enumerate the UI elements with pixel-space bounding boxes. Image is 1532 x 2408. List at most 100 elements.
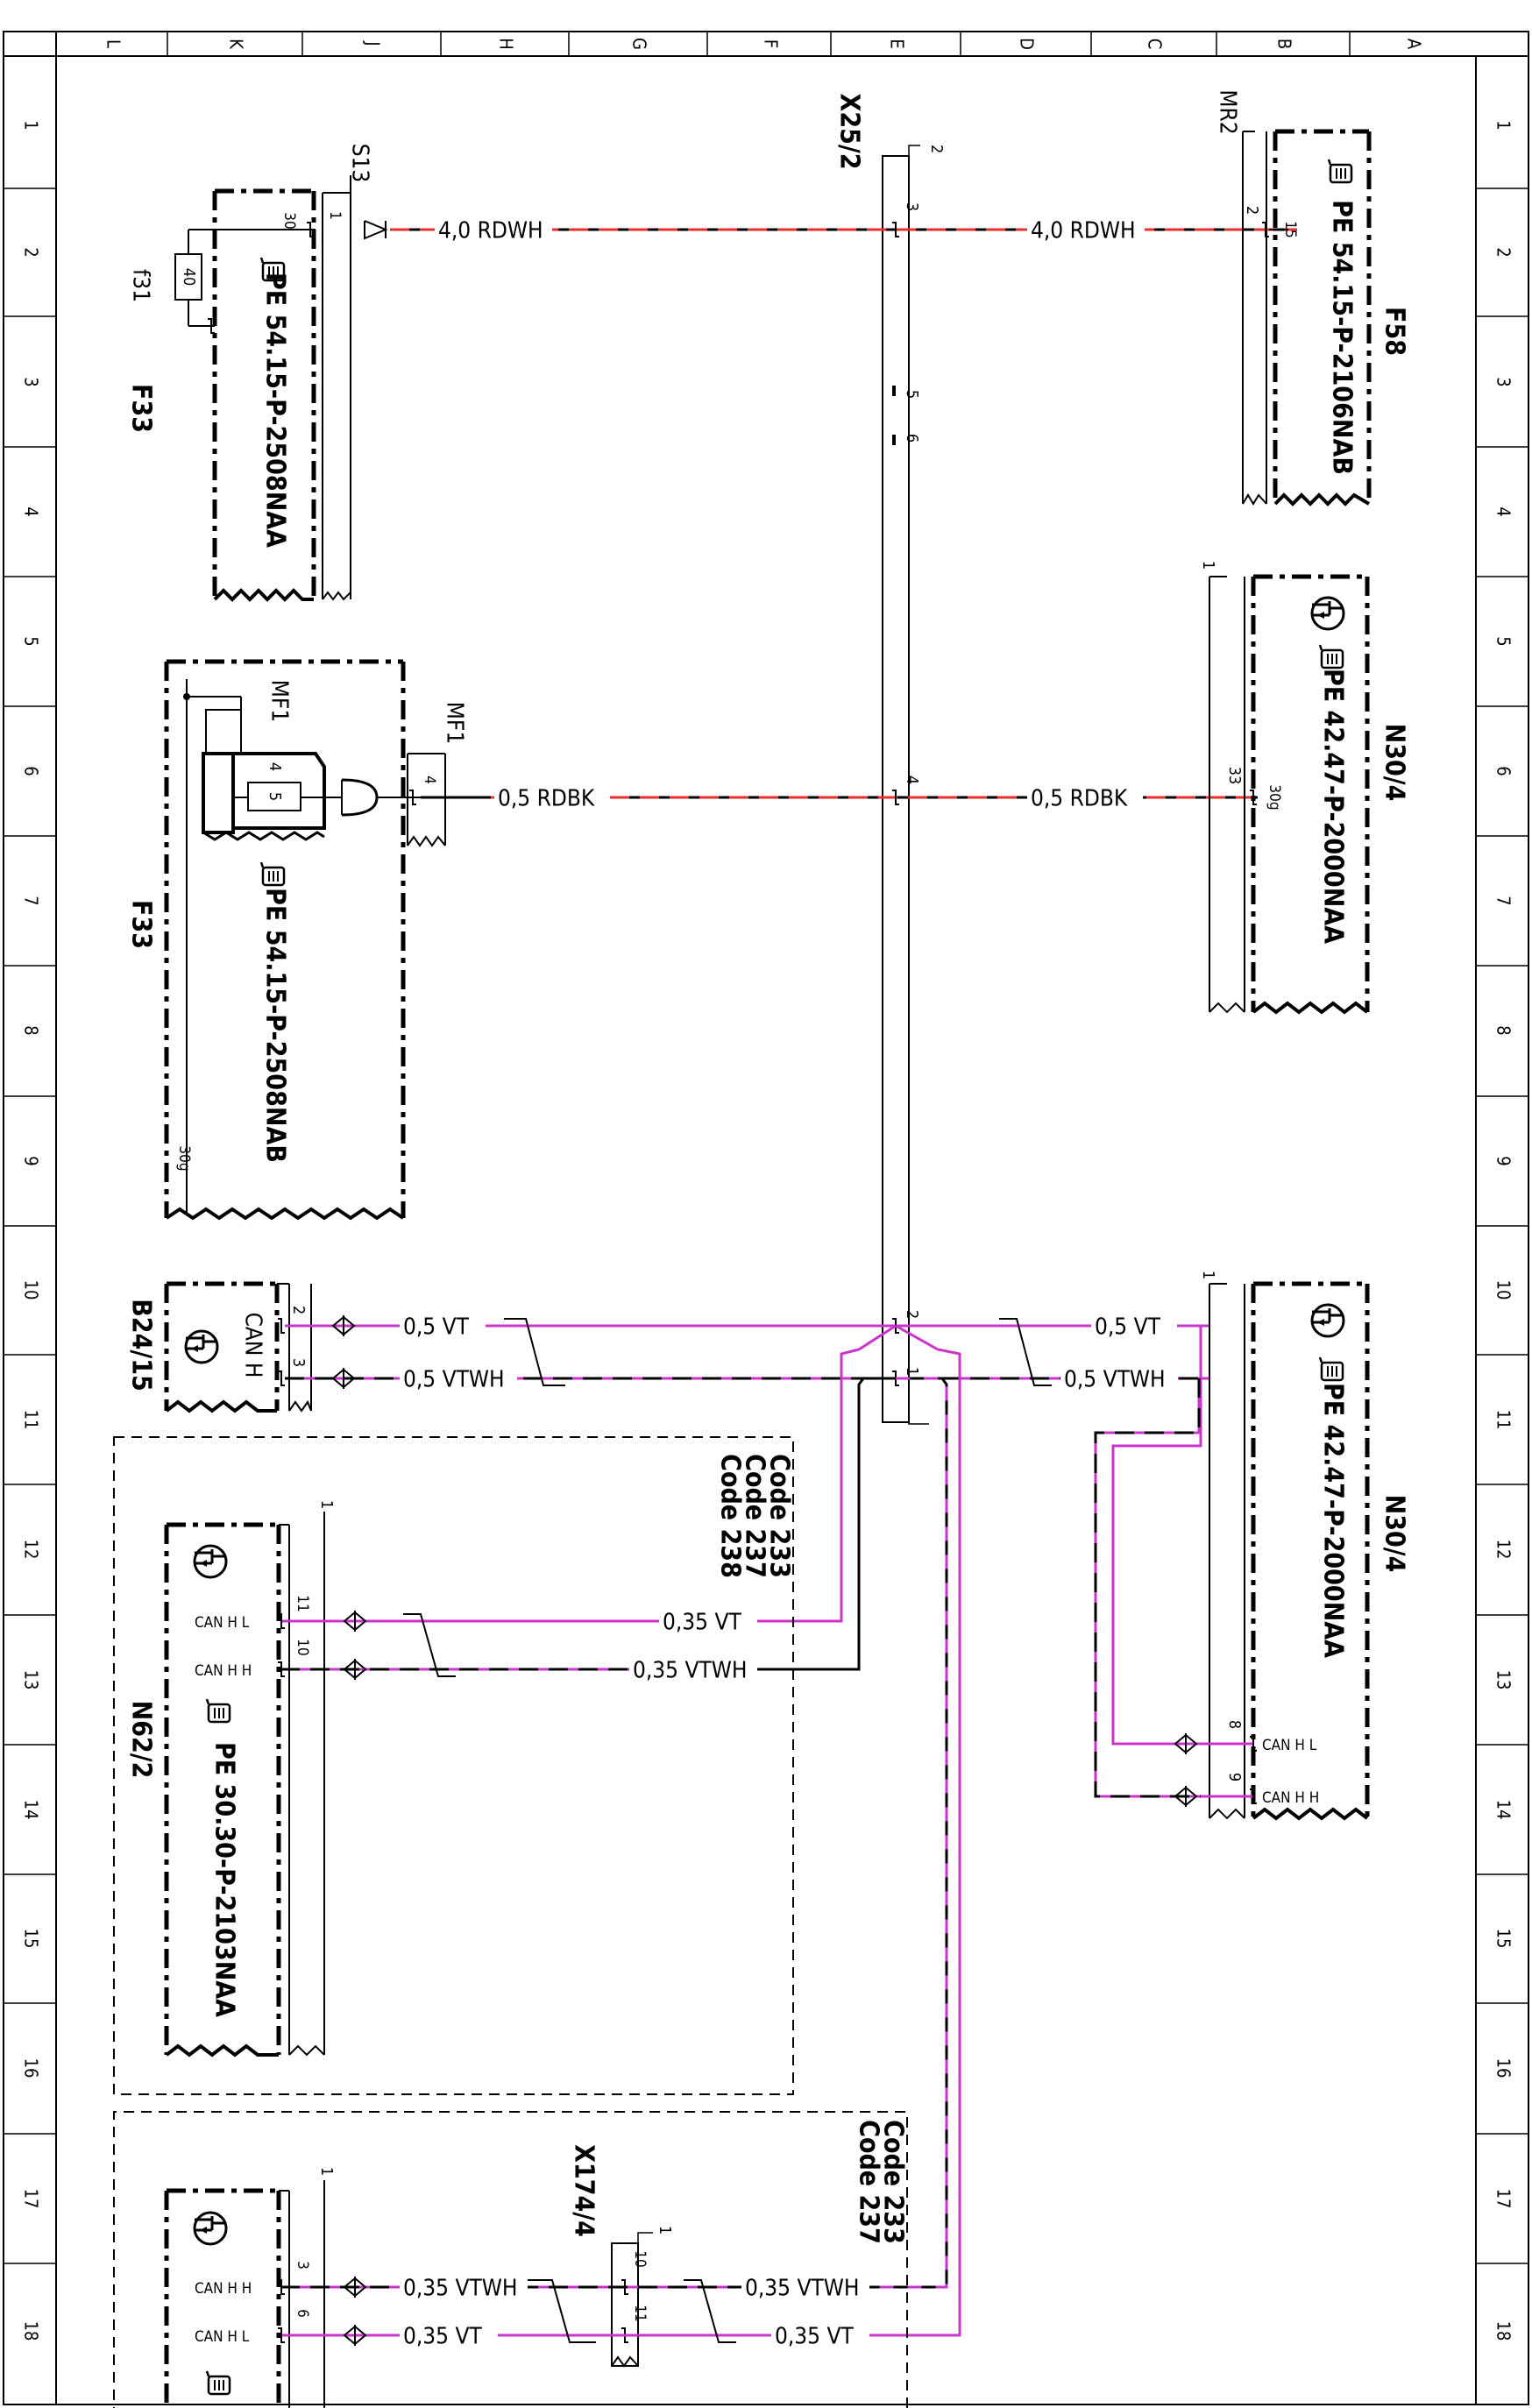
wire-label: 0,5 RDBK [1031,786,1128,812]
fuse-value: 40 [180,268,198,287]
pin-label: 11 [631,2305,649,2321]
pin-label: 2 [1243,206,1261,215]
pin-label: 5 [266,792,284,801]
pe-reference: PE 42.47-P-2000NAA [1318,669,1349,944]
unused-pin-mark [892,435,896,445]
component-id: F33 [126,384,157,433]
pe-reference: PE 54.15-P-2106NAB [1327,200,1358,475]
code-label: Code 237 [740,1454,770,1578]
pin-label: 1 [317,1500,336,1509]
row-label: 15 [21,1929,42,1949]
pe-hand-icon [205,1697,231,1724]
connector-label: MR2 [1215,89,1241,134]
wire-0-5-rdbk: 0,5 RDBK 0,5 RDBK [421,782,1258,813]
component-id: F58 [1380,307,1410,356]
row-label: 17 [21,2189,42,2209]
row-label: 12 [21,1540,42,1560]
row-label: 11 [1493,1410,1514,1430]
fuse-block-f33-mid: 4 5 MF1 4 MF1 30g F33 PE 54.15-P-2508NAB [126,659,468,1221]
row-label: 15 [1493,1929,1514,1949]
row-label: 10 [21,1280,42,1300]
col-label: H [496,38,517,50]
pe-reference: PE 42.47-P-2000NAA [1318,1383,1349,1658]
can-pin-label: CAN H H [1262,1789,1319,1807]
row-label: 14 [1493,1800,1514,1820]
row-label: 13 [21,1670,42,1690]
col-label: B [1274,39,1295,49]
transistor-icon [184,1329,219,1364]
control-unit-n62-2: 0,35 VT 0,35 VTWH 1 11 10 CAN H L CAN H … [126,1500,757,2057]
wire-label: 0,35 VT [775,2324,854,2350]
can-wires-b24: 0,5 VT 0,5 VTWH 0,5 VT 0,5 VTWH [285,1310,1209,2337]
code-box-1: Code 233 Code 237 Code 238 [113,1436,795,2095]
pin-label: 30 [280,212,298,229]
pin-label: 2 [903,1310,921,1319]
row-label: 16 [1493,2058,1514,2079]
row-label: 18 [21,2321,42,2341]
pin-label: 1 [1199,561,1217,570]
fuse-name: f31 [128,269,154,302]
x25-id: X25/2 [834,93,865,169]
col-label: L [103,39,124,48]
row-label: 3 [21,377,42,386]
component-id: X174/4 [569,2144,599,2237]
pe-reference: PE 54.15-P-2508NAB [260,888,291,1163]
control-unit-n30-4-bottom: 1 8 9 CAN H L CAN H H N30/4 PE 42.47-P-2… [1174,1271,1410,1821]
row-label: 1 [21,120,42,130]
pin-label: 2 [289,1306,308,1314]
fuse-block-f33-top: 40 f31 30 1 S13 F33 PE 54.15-P-2508NAA [126,144,373,602]
transistor-icon [1310,1303,1345,1338]
row-label: 14 [21,1800,42,1820]
pin-label: 30g [175,1145,193,1171]
code-label: Code 237 [854,2120,884,2244]
component-id: N30/4 [1380,1495,1410,1573]
pin-label: 30g [1266,784,1283,810]
row-label: 13 [1493,1670,1514,1690]
pin-label: 3 [289,1358,308,1367]
pin-label: 1 [1199,1271,1217,1279]
row-label: 6 [1493,766,1514,776]
code-box-2: Code 233 Code 237 [113,2111,909,2408]
wire-label: 0,5 VT [403,1314,470,1341]
pin-label: 6 [294,2309,311,2318]
drawing-frame: L K J H G F E D C B A 1 1 2 2 3 3 4 4 5 … [3,31,1529,2405]
col-label: F [761,39,782,48]
pin-label: 3 [903,202,921,211]
fuse-block-f58: 2 15 MR2 F58 PE 54.15-P-2106NAB [1215,89,1410,506]
pin-label: 33 [1225,767,1244,785]
row-label: 10 [1493,1280,1514,1300]
col-label: G [629,38,650,50]
control-unit-n30-4-top: 1 33 30g N30/4 PE 42.47-P-2000NAA [1199,561,1410,1015]
row-label: 7 [21,896,42,905]
mf-label: MF1 [266,680,293,723]
can-label: CAN H [240,1313,266,1378]
code-label: Code 238 [715,1454,746,1578]
pe-hand-icon [1318,1356,1344,1382]
pin-label: 2 [927,145,946,153]
wire-label: 0,5 VTWH [1064,1367,1166,1393]
pin-label: 10 [631,2250,649,2267]
col-label: E [887,39,908,48]
mf-label: MF1 [442,702,468,745]
row-label: 5 [21,636,42,646]
can-pin-label: CAN H L [195,2328,250,2346]
wire-4-0-rdwh: 4,0 RDWH 4,0 RDWH [364,214,1297,245]
pin-label: 4 [421,776,438,784]
component-id: F33 [126,900,157,949]
pe-hand-icon [205,2369,231,2396]
can-pin-label: CAN H L [1262,1737,1317,1754]
pin-label: 1 [903,1367,921,1376]
row-label: 7 [1493,896,1514,905]
connector-x174-4: 1 10 11 X174/4 [569,2144,674,2368]
wire-label: 0,5 RDBK [498,786,595,812]
can-pin-label: CAN H L [195,1614,250,1632]
row-label: 12 [1493,1540,1514,1560]
wire-label: 0,35 VTWH [403,2276,518,2302]
sensor-b24-15: 2 3 CAN H B24/15 [126,1281,312,1413]
transistor-icon [1310,596,1345,631]
pin-label: 5 [903,390,921,399]
wire-label: 0,35 VT [663,1610,741,1636]
pin-label: 3 [294,2261,311,2270]
pe-hand-icon [1327,158,1353,184]
pin-label: 1 [326,211,344,220]
